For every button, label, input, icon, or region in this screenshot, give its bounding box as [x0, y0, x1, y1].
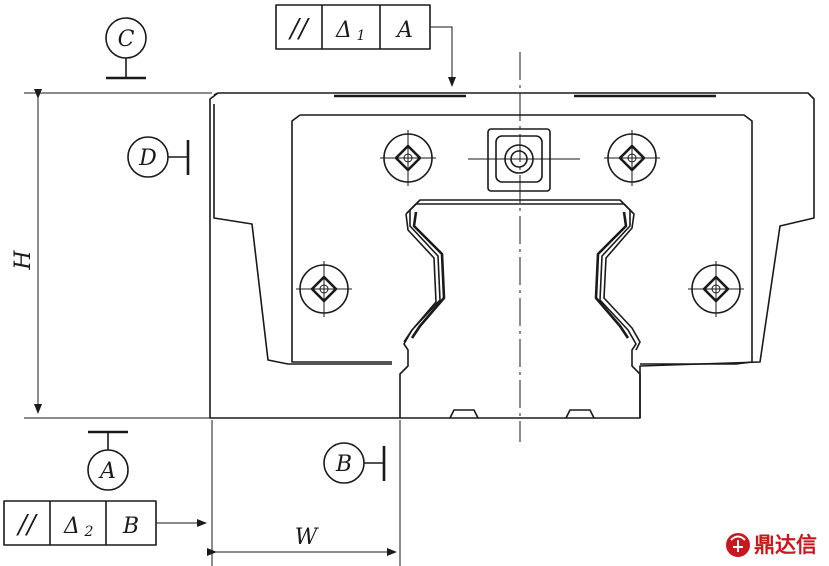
rail-bottom-slot-left: [449, 409, 479, 419]
hole-top-right: [604, 130, 660, 186]
tolerance-frame-bottom: // Δ 2 B: [3, 500, 207, 546]
rail-bottom-slot-right: [565, 409, 595, 419]
tolerance-sub-bottom: 2: [84, 524, 94, 540]
hole-bottom-right: [688, 261, 744, 317]
datum-d-label: D: [138, 146, 157, 171]
tolerance-datum-top: A: [395, 18, 413, 43]
parallelism-symbol-top: //: [287, 14, 310, 44]
grease-nipple: [468, 128, 580, 192]
tolerance-sub-top: 1: [357, 28, 366, 44]
watermark: 鼎达信: [726, 533, 817, 557]
mounting-holes: [296, 128, 744, 317]
dimension-w-label: W: [295, 525, 320, 550]
hole-bottom-left: [296, 261, 352, 317]
tolerance-value-bottom: Δ: [63, 514, 80, 539]
dimension-h: H: [11, 89, 212, 419]
tolerance-datum-bottom: B: [122, 514, 139, 539]
datum-d: D: [127, 136, 190, 178]
datum-a-label: A: [98, 459, 116, 484]
datum-c: C: [105, 17, 147, 80]
datum-b: B: [323, 442, 386, 484]
rail-groove-right: [594, 211, 630, 339]
datum-c-label: C: [118, 27, 135, 52]
rail-groove-left: [410, 211, 446, 339]
carriage-outer-outline: [209, 92, 815, 419]
tolerance-frame-top: // Δ 1 A: [275, 4, 456, 87]
datum-b-label: B: [335, 452, 352, 477]
tolerance-value-top: Δ: [335, 18, 352, 43]
hole-top-left: [380, 130, 436, 186]
dimension-w: W: [207, 420, 401, 566]
parallelism-symbol-bottom: //: [15, 510, 38, 540]
datum-a: A: [87, 430, 129, 491]
watermark-text: 鼎达信: [754, 533, 817, 557]
dimension-h-label: H: [11, 250, 36, 271]
carriage-left-step: [213, 104, 392, 365]
carriage-block: [209, 92, 815, 419]
carriage-inner-body: [291, 114, 753, 365]
rail-inner-outline: [403, 203, 641, 351]
